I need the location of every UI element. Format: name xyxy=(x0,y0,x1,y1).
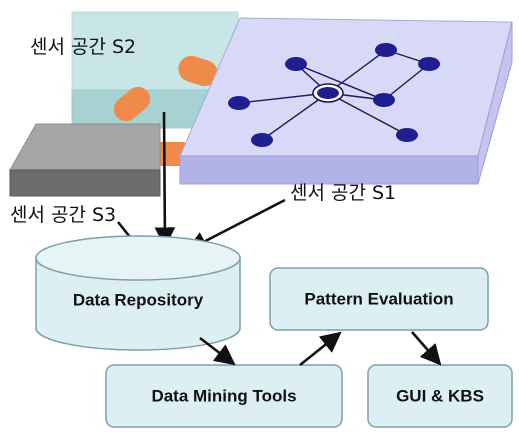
data-repository-label: Data Repository xyxy=(72,290,204,310)
s3-front-face xyxy=(9,169,161,197)
hub-node xyxy=(317,87,339,99)
pattern-evaluation-box xyxy=(269,267,489,331)
connector-s3-s2 xyxy=(113,86,151,122)
connector-s2-s1 xyxy=(178,55,218,87)
sensor-node xyxy=(396,128,418,142)
sensor-node xyxy=(375,43,397,57)
s1-front-face xyxy=(179,155,479,185)
gui-kbs-label: GUI & KBS xyxy=(396,386,484,406)
sensor-node xyxy=(418,57,440,71)
sensor-space-s2-label: 센서 공간 S2 xyxy=(30,36,137,58)
cylinder-body xyxy=(35,257,241,351)
s3-top-face xyxy=(9,123,161,171)
sensor-node xyxy=(228,96,250,110)
data-mining-tools-label: Data Mining Tools xyxy=(151,386,297,406)
arrow-evaluation-to-gui xyxy=(411,331,442,366)
sensor-space-s1-label: 센서 공간 S1 xyxy=(290,182,397,204)
sensor-space-s1-block xyxy=(179,17,513,185)
network-link xyxy=(295,63,385,101)
network-link xyxy=(327,92,408,136)
sensor-space-s3-block xyxy=(9,123,161,197)
network-link xyxy=(261,92,329,141)
sensor-space-s3-label: 센서 공간 S3 xyxy=(10,204,117,226)
sensor-node xyxy=(251,133,273,147)
data-repository-cylinder xyxy=(35,235,241,351)
network-link xyxy=(383,63,430,101)
sensor-node xyxy=(285,57,307,71)
cylinder-top xyxy=(35,235,241,281)
sensor-node xyxy=(373,93,395,107)
arrow-mining-to-evaluation xyxy=(299,331,342,367)
arrow-s2-to-repository xyxy=(154,111,176,249)
s1-side-face xyxy=(477,21,513,185)
pattern-evaluation-label: Pattern Evaluation xyxy=(304,289,454,309)
sensor-network xyxy=(228,43,440,147)
arrow-repository-to-mining xyxy=(199,336,236,366)
